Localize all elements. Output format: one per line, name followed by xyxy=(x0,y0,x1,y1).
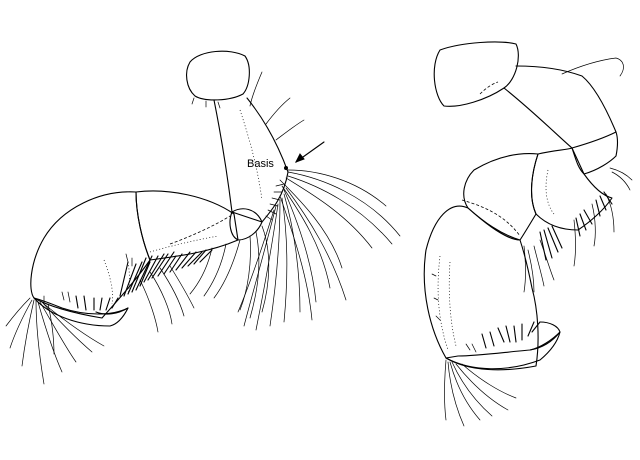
right-merus xyxy=(530,147,613,231)
left-basis-segment xyxy=(213,97,289,223)
left-dactylus-setae xyxy=(5,297,105,385)
right-carpus xyxy=(463,153,539,241)
right-basis-seta xyxy=(561,57,624,77)
right-palm-inner-setae xyxy=(523,239,555,293)
left-merus xyxy=(135,190,239,261)
basis-label: Basis xyxy=(247,158,274,170)
left-dactylus xyxy=(33,297,129,327)
left-propodus-dotted-line-2 xyxy=(127,261,130,295)
left-merus-setae xyxy=(189,225,270,319)
right-carpus-dashed-line xyxy=(461,199,521,237)
left-coxa-setae xyxy=(191,71,305,141)
left-basis-setae xyxy=(237,169,401,331)
left-dactylus-tip xyxy=(95,307,129,315)
right-palm-spines xyxy=(481,321,541,349)
right-basis-dashed-line xyxy=(479,81,499,95)
right-coxa xyxy=(433,41,519,107)
left-appendage xyxy=(5,50,401,385)
right-ischium xyxy=(571,131,619,175)
right-propodus-dotted-line-2 xyxy=(448,261,457,347)
right-propodus xyxy=(423,205,539,371)
left-palm-spines xyxy=(75,295,119,311)
right-merus-long-setae xyxy=(573,167,633,267)
left-propodus-setae-tufts xyxy=(119,249,213,297)
left-propodus xyxy=(30,191,151,319)
basis-arrow xyxy=(294,141,325,163)
right-propodus-dotted-line xyxy=(437,255,449,351)
left-propodus-dotted-line xyxy=(103,259,113,305)
left-ischium xyxy=(229,208,263,241)
left-basis-dotted-line xyxy=(239,109,263,201)
right-merus-dotted-line xyxy=(545,169,555,215)
right-merus-setae-tufts xyxy=(539,191,613,261)
left-palm-setae xyxy=(139,265,195,333)
right-appendage xyxy=(423,41,633,427)
right-dactylus-setae xyxy=(444,359,517,427)
right-basis-segment xyxy=(503,65,617,149)
left-basis-margin-setae xyxy=(265,183,285,221)
left-merus-dashed-line xyxy=(169,215,231,245)
left-palm-small-setae xyxy=(43,253,133,305)
left-coxa xyxy=(186,50,250,101)
right-dactylus-tip xyxy=(529,321,561,351)
right-dactylus xyxy=(445,331,561,370)
right-palm-small-setae xyxy=(431,273,477,353)
basis-marker-dot xyxy=(284,166,288,170)
